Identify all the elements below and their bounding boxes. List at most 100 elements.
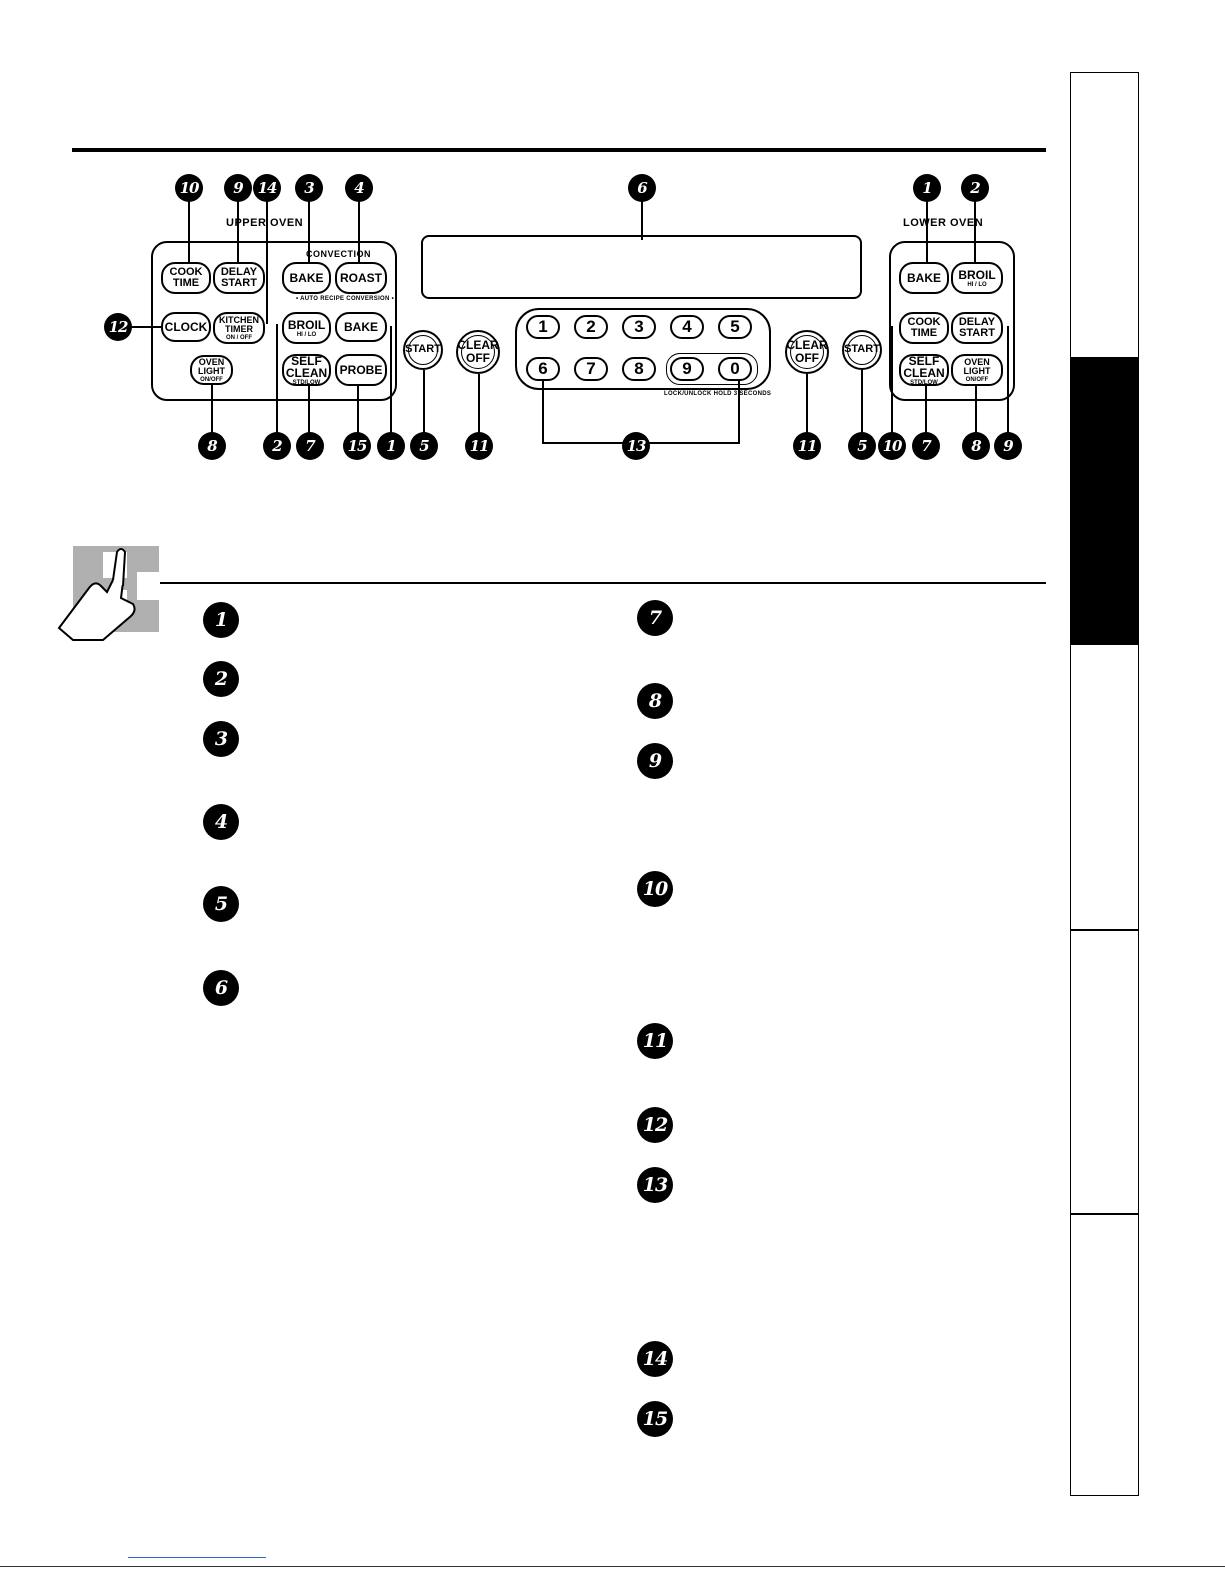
callout-badge-11: 11	[465, 432, 493, 460]
side-tab-1	[1070, 72, 1139, 358]
label: COOK	[907, 316, 941, 328]
label: CLEAR	[457, 338, 499, 353]
label: CLEAN	[285, 365, 328, 380]
convection-bake-button[interactable]: BAKE	[282, 262, 331, 294]
hand-pointer-icon	[55, 546, 161, 642]
feature-badge-5: 5	[203, 886, 239, 922]
label: START	[844, 343, 880, 356]
lower-clear-off-button[interactable]: CLEAR OFF	[785, 330, 829, 374]
label: CLEAN	[903, 365, 945, 380]
label: BAKE	[906, 271, 941, 285]
key-8[interactable]: 8	[622, 357, 656, 381]
side-tab-4	[1070, 930, 1139, 1214]
leader-line	[423, 370, 425, 434]
callout-badge-10: 10	[175, 174, 203, 202]
callout-badge-3: 3	[295, 174, 323, 202]
key-6[interactable]: 6	[526, 357, 560, 381]
label: BROIL	[287, 317, 326, 332]
callout-badge-14: 14	[253, 174, 281, 202]
leader-line	[891, 326, 893, 434]
label: SELF	[908, 353, 940, 368]
lower-bake-button[interactable]: BAKE	[899, 262, 949, 294]
side-tab-3	[1070, 644, 1139, 930]
label: SELF	[291, 353, 322, 368]
feature-badge-12: 12	[637, 1107, 673, 1143]
callout-badge-2: 2	[263, 432, 291, 460]
callout-badge-8: 8	[198, 432, 226, 460]
footer-link-underline	[128, 1557, 266, 1558]
label: PROBE	[339, 363, 383, 377]
leader-line	[211, 385, 213, 433]
leader-line	[861, 370, 863, 434]
label: ON / OFF	[226, 334, 252, 341]
leader-line	[1007, 326, 1009, 434]
key-7[interactable]: 7	[574, 357, 608, 381]
leader-line	[974, 200, 976, 262]
label: HI / LO	[296, 331, 317, 338]
convection-roast-button[interactable]: ROAST	[335, 262, 387, 294]
feature-badge-14: 14	[637, 1341, 673, 1377]
feature-badge-4: 4	[203, 804, 239, 840]
leader-line	[237, 200, 239, 262]
callout-badge-15: 15	[343, 432, 371, 460]
header-rule	[72, 148, 1046, 152]
callout-badge-5: 5	[410, 432, 438, 460]
upper-clear-off-button[interactable]: CLEAR OFF	[456, 330, 500, 374]
label: LIGHT	[198, 365, 225, 376]
leader-line	[975, 386, 977, 434]
callout-badge-1: 1	[377, 432, 405, 460]
key-3[interactable]: 3	[622, 315, 656, 339]
label: TIME	[910, 327, 938, 339]
label: HI / LO	[967, 281, 987, 288]
callout-badge-11: 11	[793, 432, 821, 460]
leader-line	[308, 386, 310, 434]
label: OFF	[795, 351, 819, 365]
upper-bake-button[interactable]: BAKE	[335, 312, 387, 342]
label: STD/LOW	[910, 379, 938, 386]
side-tab-5	[1070, 1214, 1139, 1496]
leader-line	[128, 326, 161, 328]
lower-start-button[interactable]: START	[842, 330, 882, 370]
feature-badge-13: 13	[637, 1167, 673, 1203]
label: DELAY	[958, 316, 996, 328]
upper-start-button[interactable]: START	[403, 330, 443, 370]
label: COOK	[169, 266, 203, 278]
callout-badge-4: 4	[345, 174, 373, 202]
section-rule	[160, 582, 1046, 584]
lock-bracket	[666, 353, 758, 385]
lock-unlock-label: LOCK/UNLOCK HOLD 3 SECONDS	[664, 391, 772, 397]
callout-badge-6: 6	[628, 174, 656, 202]
label: BROIL	[958, 267, 996, 282]
key-1[interactable]: 1	[526, 315, 560, 339]
label: TIMER	[225, 323, 253, 334]
lower-oven-panel	[889, 241, 1015, 401]
keypad-panel	[515, 308, 771, 390]
clock-button[interactable]: CLOCK	[161, 312, 211, 342]
feature-badge-8: 8	[637, 683, 673, 719]
label: OVEN	[964, 356, 990, 367]
key-4[interactable]: 4	[670, 315, 704, 339]
probe-button[interactable]: PROBE	[335, 354, 387, 386]
leader-line	[390, 326, 392, 434]
convection-label: CONVECTION	[306, 249, 372, 259]
callout-badge-9: 9	[224, 174, 252, 202]
feature-badge-1: 1	[203, 602, 239, 638]
key-5[interactable]: 5	[718, 315, 752, 339]
feature-badge-15: 15	[637, 1401, 673, 1437]
leader-line	[276, 324, 278, 434]
label: START	[405, 343, 441, 356]
callout-badge-1: 1	[913, 174, 941, 202]
key-2[interactable]: 2	[574, 315, 608, 339]
feature-badge-9: 9	[637, 743, 673, 779]
